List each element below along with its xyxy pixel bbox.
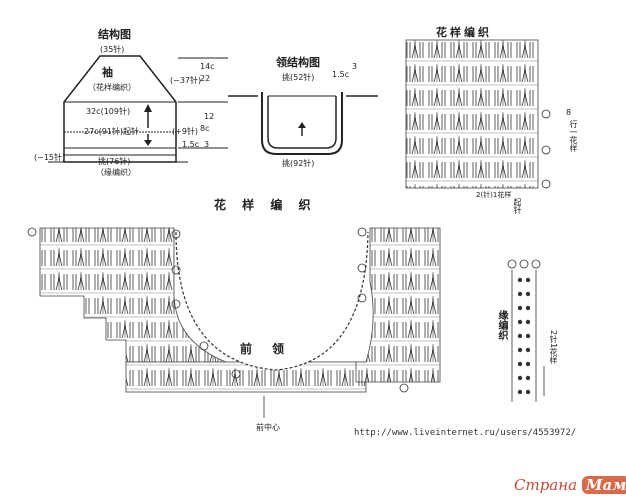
collar-row-1-5c: 1.5c [332, 70, 350, 79]
edge-stitch-chart [507, 259, 545, 402]
sleeve-minus-15: (−15针) [34, 153, 66, 162]
sleeve-pattern-label: （花样编织） [88, 83, 136, 92]
front-neck-label: 前 领 [240, 342, 289, 356]
sleeve-row-8c: 8c [200, 124, 210, 133]
sleeve-row-3: 3 [204, 140, 210, 149]
sleeve-pickup-76: 挑(76针) [98, 157, 131, 166]
watermark-text: Страна [514, 476, 578, 494]
collar-outline [228, 92, 378, 155]
front-neck-stitch-chart [27, 227, 441, 418]
top-right-pattern-title: 花样编织 [436, 26, 492, 39]
top-right-start-mark: 起针 [513, 198, 522, 214]
collar-pickup-92: 挑(92针) [282, 159, 315, 168]
sleeve-top-count: (35针) [100, 45, 125, 54]
sleeve-width-27c: 27c(91针)起针 [84, 127, 139, 136]
watermark-logo: Страна Мам [514, 476, 626, 494]
top-right-bottom-note: 2(针)1花样 [476, 191, 512, 199]
edge-pattern-title: 缘编织 [496, 310, 507, 340]
center-front-label: 前中心 [256, 423, 280, 432]
top-right-stitch-chart [405, 39, 551, 189]
top-right-side-repeat: 行一花样 [569, 120, 578, 152]
collar-pickup-52: 挑(52针) [282, 73, 315, 82]
main-pattern-title: 花 样 编 织 [214, 198, 317, 212]
edge-repeat-note: 2针1花样 [549, 330, 558, 365]
source-url: http://www.liveinternet.ru/users/4553972… [354, 428, 577, 438]
sleeve-label: 袖 [102, 66, 113, 79]
sleeve-row-12: 12 [204, 112, 215, 121]
watermark-badge: Мам [581, 476, 626, 494]
top-right-side-8: 8 [566, 108, 572, 117]
sleeve-row-1-5c: 1.5c [182, 140, 200, 149]
sleeve-width-32c: 32c(109针) [86, 107, 131, 116]
sleeve-dec-note: (−37针) [170, 76, 202, 85]
sleeve-edge-label: （缘编织） [96, 168, 136, 177]
collar-row-3: 3 [352, 62, 358, 71]
sleeve-outline [48, 55, 228, 163]
collar-diagram-title: 领结构图 [276, 56, 320, 69]
sleeve-diagram-title: 结构图 [98, 28, 131, 41]
sleeve-row-14c: 14c [200, 62, 215, 71]
sleeve-inc-note: (+9针) [172, 127, 199, 136]
sleeve-row-22: 22 [200, 74, 211, 83]
